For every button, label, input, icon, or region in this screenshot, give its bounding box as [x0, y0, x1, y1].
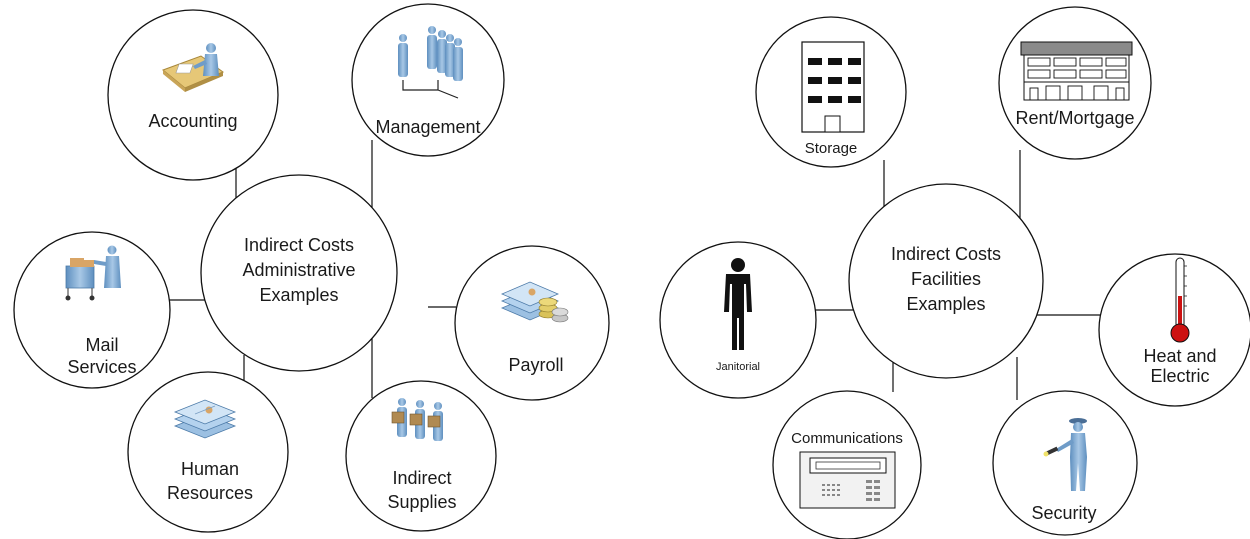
- mail-cart-person-icon: [65, 245, 121, 301]
- administrative-diagram: Accounting Management: [13, 3, 610, 533]
- node-communications: Communications: [772, 390, 922, 539]
- apartment-building-icon: [1020, 41, 1133, 101]
- node-label: Payroll: [508, 355, 563, 375]
- node-circle: [351, 3, 505, 157]
- node-circle: [127, 371, 289, 533]
- accountant-at-desk-icon: [162, 43, 225, 92]
- node-label: Security: [1031, 503, 1096, 523]
- node-label: Rent/Mortgage: [1015, 108, 1134, 128]
- phone-system-icon: [799, 451, 896, 509]
- node-rent-mortgage: Rent/Mortgage: [998, 6, 1152, 160]
- center-circle: [848, 183, 1044, 379]
- thermometer-icon: [1170, 257, 1190, 343]
- node-storage: Storage: [755, 16, 907, 168]
- node-circle: [992, 390, 1138, 536]
- node-label: Storage: [805, 140, 858, 157]
- people-carrying-boxes-icon: [391, 398, 443, 441]
- node-security: Security: [992, 390, 1138, 536]
- security-guard-icon: [1043, 418, 1087, 491]
- node-circle: [107, 9, 279, 181]
- node-circle: [659, 241, 817, 399]
- node-circle: [13, 231, 171, 389]
- node-payroll: Payroll: [454, 245, 610, 401]
- person-silhouette-icon: [724, 258, 752, 350]
- org-chart-people-icon: [398, 26, 463, 99]
- node-circle: [454, 245, 610, 401]
- document-stack-icon: [173, 399, 237, 439]
- center-circle: [200, 174, 398, 372]
- office-building-icon: [801, 41, 865, 133]
- node-management: Management: [351, 3, 505, 157]
- node-accounting: Accounting: [107, 9, 279, 181]
- node-label: Management: [375, 117, 480, 137]
- facilities-diagram: Storage Rent/Mortgage: [659, 6, 1250, 539]
- node-label: Janitorial: [716, 361, 760, 373]
- node-label: Communications: [791, 430, 903, 447]
- documents-and-coins-icon: [500, 281, 569, 323]
- node-circle: [345, 380, 497, 532]
- node-janitorial: Janitorial: [659, 241, 817, 399]
- node-label: Accounting: [148, 111, 237, 131]
